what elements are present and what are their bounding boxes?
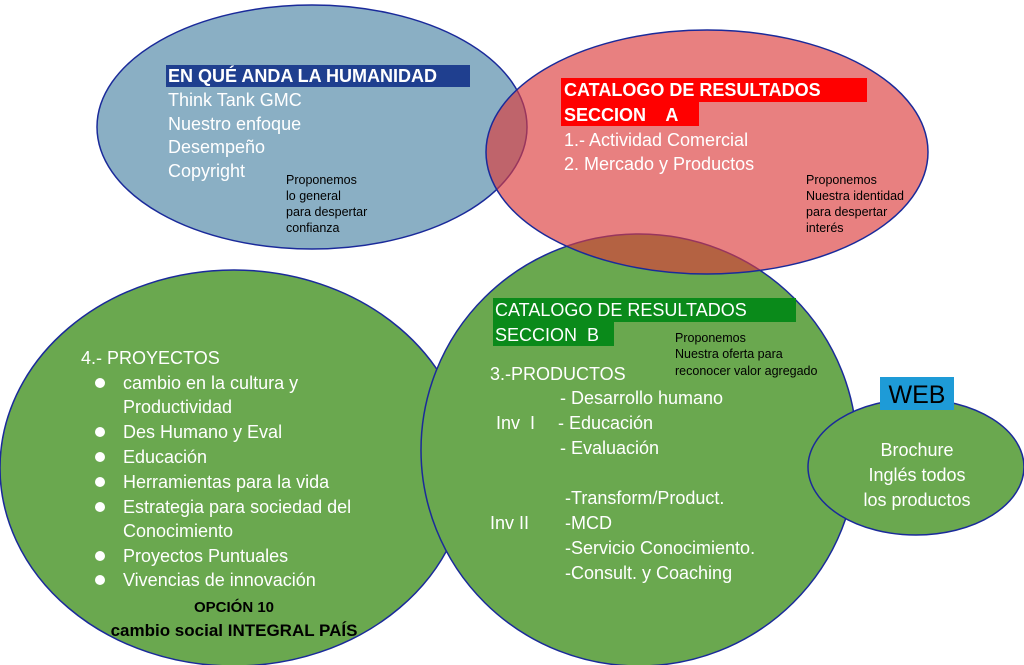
- seccion-a-title-bg: [561, 102, 699, 126]
- web-item: los productos: [863, 490, 970, 510]
- proyectos-item: Productividad: [123, 397, 232, 417]
- web-item: Inglés todos: [868, 465, 965, 485]
- seccion-a-item: 1.- Actividad Comercial: [564, 130, 748, 150]
- bullet-icon: [95, 551, 105, 561]
- cambio-social-overlay: cambio social INTEGRAL PAÍS: [111, 621, 358, 640]
- inv2-item: -Transform/Product.: [565, 488, 724, 508]
- web-item: Brochure: [880, 440, 953, 460]
- proyectos-item: Herramientas para la vida: [123, 472, 330, 492]
- seccion-a-item: 2. Mercado y Productos: [564, 154, 754, 174]
- web-title: WEB: [889, 381, 946, 409]
- humanidad-note: lo general: [286, 189, 341, 203]
- proyectos-item: Estrategia para sociedad del: [123, 497, 351, 517]
- bullet-icon: [95, 575, 105, 585]
- humanidad-title: EN QUÉ ANDA LA HUMANIDAD: [168, 65, 437, 86]
- proyectos-item: Vivencias de innovación: [123, 570, 316, 590]
- productos-heading: 3.-PRODUCTOS: [490, 364, 626, 384]
- bullet-icon: [95, 378, 105, 388]
- seccion-a-note: Proponemos: [806, 173, 877, 187]
- seccion-b-title: SECCION B: [495, 325, 599, 345]
- humanidad-item: Copyright: [168, 161, 245, 181]
- seccion-b-note: reconocer valor agregado: [675, 364, 817, 378]
- proyectos-list: cambio en la cultura y Productividad Des…: [95, 373, 351, 590]
- bullet-icon: [95, 427, 105, 437]
- humanidad-item: Think Tank GMC: [168, 90, 302, 110]
- seccion-b-title: CATALOGO DE RESULTADOS: [495, 300, 747, 320]
- humanidad-title-bg: [166, 65, 470, 87]
- seccion-b-title-bg: [493, 298, 796, 322]
- inv2-label: Inv II: [490, 513, 529, 533]
- proyectos-item: Des Humano y Eval: [123, 422, 282, 442]
- web-title-bg: [880, 377, 954, 410]
- proyectos-item: Conocimiento: [123, 521, 233, 541]
- inv1-item: - Educación: [558, 413, 653, 433]
- seccion-a-title: SECCION A: [564, 105, 678, 125]
- inv1-label: Inv I: [496, 413, 535, 433]
- seccion-b-note: Proponemos: [675, 331, 746, 345]
- humanidad-item: Nuestro enfoque: [168, 114, 301, 134]
- seccion-b-title-bg: [493, 322, 614, 346]
- inv1-item: - Evaluación: [560, 438, 659, 458]
- seccion-a-title-bg: [561, 78, 867, 102]
- humanidad-note: para despertar: [286, 205, 367, 219]
- inv1-item: - Desarrollo humano: [560, 388, 723, 408]
- humanidad-note: confianza: [286, 221, 340, 235]
- proyectos-heading: 4.- PROYECTOS: [81, 348, 220, 368]
- seccion-a-note: Nuestra identidad: [806, 189, 904, 203]
- humanidad-item: Desempeño: [168, 137, 265, 157]
- proyectos-item: cambio en la cultura y: [123, 373, 298, 393]
- bullet-icon: [95, 502, 105, 512]
- proyectos-item: Educación: [123, 447, 207, 467]
- inv2-item: -Consult. y Coaching: [565, 563, 732, 583]
- bullet-icon: [95, 452, 105, 462]
- seccion-a-note: interés: [806, 221, 844, 235]
- seccion-a-ellipse: [485, 29, 929, 275]
- humanidad-note: Proponemos: [286, 173, 357, 187]
- inv2-item: -Servicio Conocimiento.: [565, 538, 755, 558]
- seccion-a-note: para despertar: [806, 205, 887, 219]
- opcion-overlay: OPCIÓN 10: [194, 598, 274, 616]
- seccion-a-title: CATALOGO DE RESULTADOS: [564, 80, 821, 100]
- bullet-icon: [95, 477, 105, 487]
- proyectos-item: Proyectos Puntuales: [123, 546, 288, 566]
- seccion-b-note: Nuestra oferta para: [675, 347, 783, 361]
- inv2-item: -MCD: [565, 513, 612, 533]
